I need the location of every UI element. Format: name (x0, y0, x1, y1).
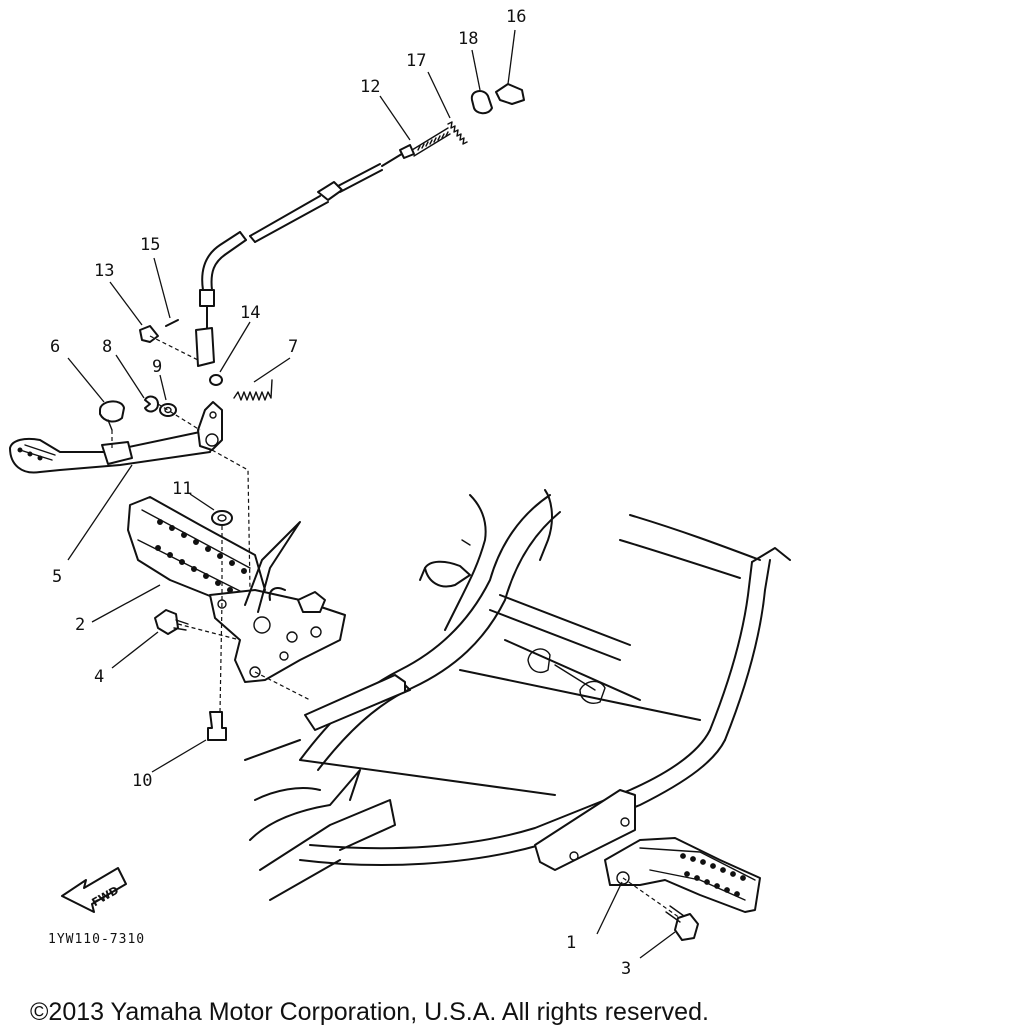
spring-7 (233, 379, 273, 401)
callout-14: 14 (240, 303, 260, 323)
leader-lines (67, 29, 676, 959)
callout-8: 8 (102, 337, 112, 357)
callout-11: 11 (172, 479, 192, 499)
bolt-4 (154, 609, 189, 635)
bolt-10 (207, 711, 227, 741)
callout-17: 17 (406, 51, 426, 71)
brake-cable (195, 127, 451, 367)
brake-pedal (9, 401, 223, 474)
footrest-right (604, 837, 761, 913)
callout-2: 2 (75, 615, 85, 635)
bolt-3 (665, 905, 699, 941)
copyright-notice: ©2013 Yamaha Motor Corporation, U.S.A. A… (30, 998, 709, 1026)
washer-9 (159, 403, 177, 417)
assembly-lines (111, 335, 681, 919)
cotter-pin-15 (165, 319, 179, 327)
callout-13: 13 (94, 261, 114, 281)
callout-16: 16 (506, 7, 526, 27)
nut-14 (209, 374, 223, 386)
callout-18: 18 (458, 29, 478, 49)
spring-17 (447, 121, 468, 145)
callout-labels: 1 2 3 4 5 6 7 8 9 10 11 12 13 14 15 16 1… (50, 7, 631, 979)
callout-5: 5 (52, 567, 62, 587)
callout-6: 6 (50, 337, 60, 357)
callout-7: 7 (288, 337, 298, 357)
clip-8 (144, 395, 159, 413)
footrest-left-teeth (155, 519, 247, 593)
callout-15: 15 (140, 235, 160, 255)
callout-12: 12 (360, 77, 380, 97)
drawing-code: 1YW110-7310 (48, 932, 146, 947)
callout-3: 3 (621, 959, 631, 979)
callout-10: 10 (132, 771, 152, 791)
nut-11 (211, 510, 233, 526)
callout-4: 4 (94, 667, 104, 687)
joint-18 (470, 90, 493, 115)
callout-1: 1 (566, 933, 576, 953)
callout-9: 9 (152, 357, 162, 377)
cap-6 (99, 400, 125, 431)
fwd-arrow-icon: FWD (61, 867, 127, 913)
footrest-left (127, 496, 346, 683)
footrest-right-teeth (680, 853, 746, 897)
nut-16 (495, 83, 525, 105)
frame-drawing (244, 489, 791, 901)
pin-13 (139, 325, 159, 343)
